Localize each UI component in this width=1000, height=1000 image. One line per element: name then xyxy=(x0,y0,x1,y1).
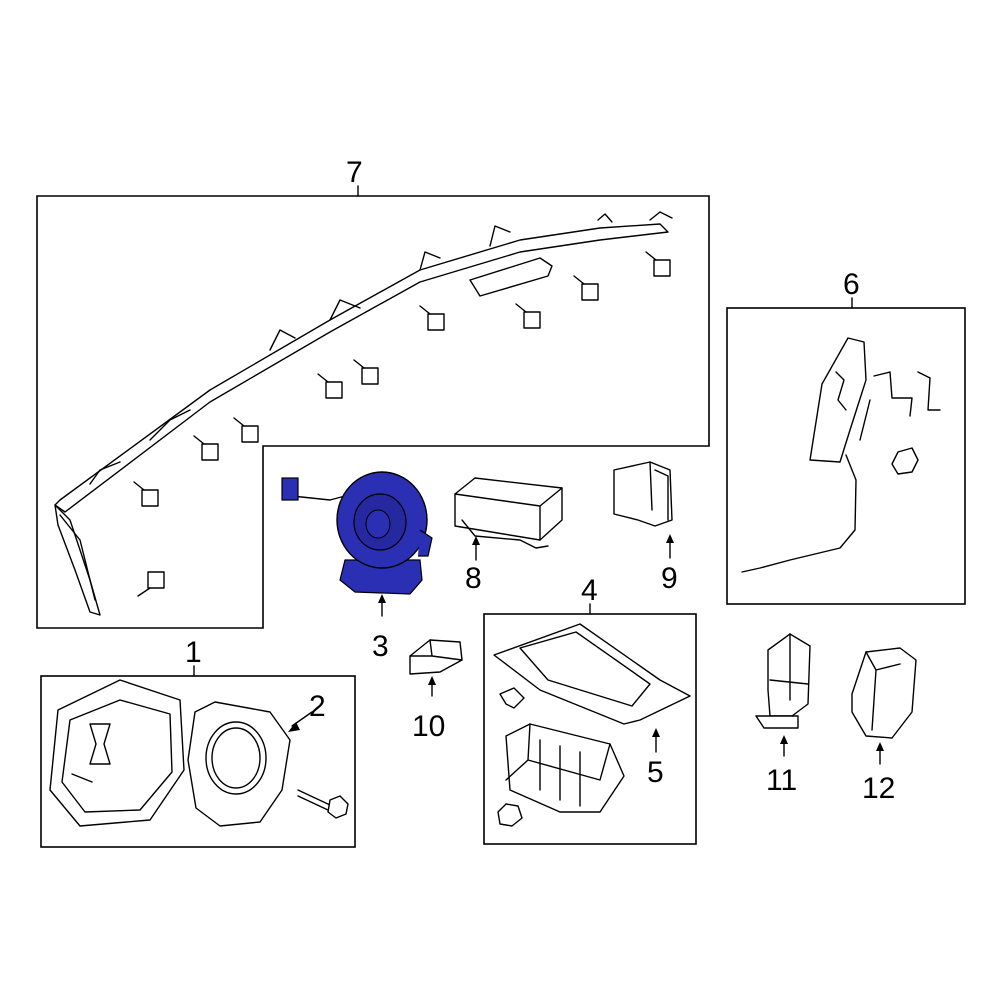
airbag-bracket[interactable] xyxy=(187,701,291,827)
callout-3[interactable]: 3 xyxy=(372,630,389,663)
mounting-bracket[interactable] xyxy=(613,461,673,527)
callout-5-arrow xyxy=(652,728,660,737)
passenger-airbag-module[interactable] xyxy=(497,687,625,827)
steering-bolt[interactable] xyxy=(297,789,349,819)
group-7-frame xyxy=(36,195,710,629)
passenger-airbag-cover[interactable] xyxy=(493,623,691,725)
seat-trim-cover[interactable] xyxy=(851,647,917,739)
callout-10-arrow xyxy=(428,676,436,685)
impact-sensor[interactable] xyxy=(755,633,811,729)
seat-airbag[interactable] xyxy=(741,337,941,573)
callout-9-arrow xyxy=(666,534,674,543)
group-6-frame xyxy=(726,307,966,605)
driver-airbag[interactable] xyxy=(49,679,185,827)
harness-clip[interactable] xyxy=(409,639,463,675)
callout-1[interactable]: 1 xyxy=(185,636,202,669)
callout-12-arrow xyxy=(876,742,884,751)
callout-7[interactable]: 7 xyxy=(346,156,363,189)
group-1-frame xyxy=(40,675,356,848)
clockspring[interactable] xyxy=(281,471,433,595)
callout-5[interactable]: 5 xyxy=(647,756,664,789)
bolt-set[interactable] xyxy=(133,251,671,597)
callout-3-arrow xyxy=(378,594,386,603)
callout-9[interactable]: 9 xyxy=(661,562,678,595)
callout-8[interactable]: 8 xyxy=(465,562,482,595)
callout-11[interactable]: 11 xyxy=(766,764,797,797)
curtain-airbag[interactable] xyxy=(54,211,673,616)
srs-control-unit[interactable] xyxy=(454,477,563,549)
callout-12[interactable]: 12 xyxy=(862,772,895,805)
callout-2[interactable]: 2 xyxy=(309,690,326,723)
callout-8-arrow xyxy=(472,536,480,545)
callout-10[interactable]: 10 xyxy=(412,710,445,743)
callout-2-arrow xyxy=(288,722,300,732)
callout-11-arrow xyxy=(780,735,788,744)
callout-6[interactable]: 6 xyxy=(843,268,860,301)
callout-4[interactable]: 4 xyxy=(581,574,598,607)
